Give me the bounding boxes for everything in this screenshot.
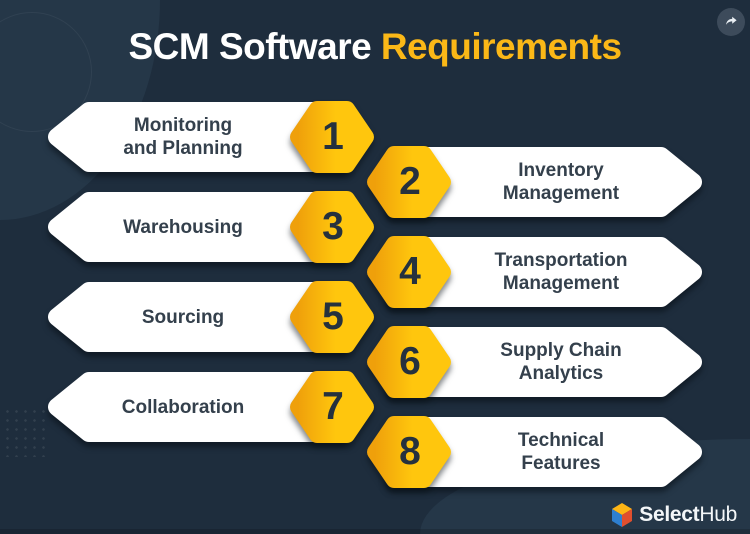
requirement-number: 8 bbox=[399, 430, 421, 473]
requirement-number: 1 bbox=[322, 115, 344, 158]
requirement-label: Monitoring and Planning bbox=[123, 115, 243, 159]
number-hexagon: 5 bbox=[290, 281, 374, 353]
requirement-label: Warehousing bbox=[123, 216, 243, 238]
number-hexagon: 6 bbox=[367, 326, 451, 398]
share-button[interactable] bbox=[717, 8, 745, 36]
brand-name-bold: Select bbox=[639, 503, 700, 526]
requirement-number: 6 bbox=[399, 340, 421, 383]
number-hexagon: 7 bbox=[290, 371, 374, 443]
requirement-row-3: Warehousing 3 bbox=[48, 191, 378, 263]
requirement-number: 5 bbox=[322, 295, 344, 338]
title-accent: Requirements bbox=[380, 26, 622, 67]
brand-logo: SelectHub bbox=[611, 503, 737, 527]
bottom-edge-strip bbox=[0, 529, 750, 534]
number-hexagon: 8 bbox=[367, 416, 451, 488]
requirement-number: 7 bbox=[322, 385, 344, 428]
requirement-row-7: Collaboration 7 bbox=[48, 371, 378, 443]
requirement-row-2: Inventory Management 2 bbox=[367, 146, 702, 218]
requirement-label: Technical Features bbox=[517, 430, 605, 474]
requirement-number: 4 bbox=[399, 250, 421, 293]
requirement-row-5: Sourcing 5 bbox=[48, 281, 378, 353]
brand-name: SelectHub bbox=[639, 503, 737, 527]
number-hexagon: 4 bbox=[367, 236, 451, 308]
requirement-row-4: Transportation Management 4 bbox=[367, 236, 702, 308]
requirement-label: Sourcing bbox=[141, 306, 225, 328]
requirement-label: Inventory Management bbox=[502, 160, 620, 204]
brand-cube-icon bbox=[611, 503, 633, 527]
requirement-label: Transportation Management bbox=[494, 250, 628, 294]
number-hexagon: 3 bbox=[290, 191, 374, 263]
title-main: SCM Software bbox=[128, 26, 372, 67]
requirement-label: Collaboration bbox=[121, 396, 245, 418]
brand-name-light: Hub bbox=[699, 503, 737, 526]
share-arrow-icon bbox=[723, 14, 739, 30]
number-hexagon: 2 bbox=[367, 146, 451, 218]
requirement-label: Supply Chain Analytics bbox=[500, 340, 622, 384]
number-hexagon: 1 bbox=[290, 101, 374, 173]
requirement-row-6: Supply Chain Analytics 6 bbox=[367, 326, 702, 398]
requirement-number: 2 bbox=[399, 160, 421, 203]
requirement-number: 3 bbox=[322, 205, 344, 248]
dot-grid-decoration bbox=[3, 407, 51, 457]
requirement-row-1: Monitoring and Planning 1 bbox=[48, 101, 378, 173]
requirement-row-8: Technical Features 8 bbox=[367, 416, 702, 488]
